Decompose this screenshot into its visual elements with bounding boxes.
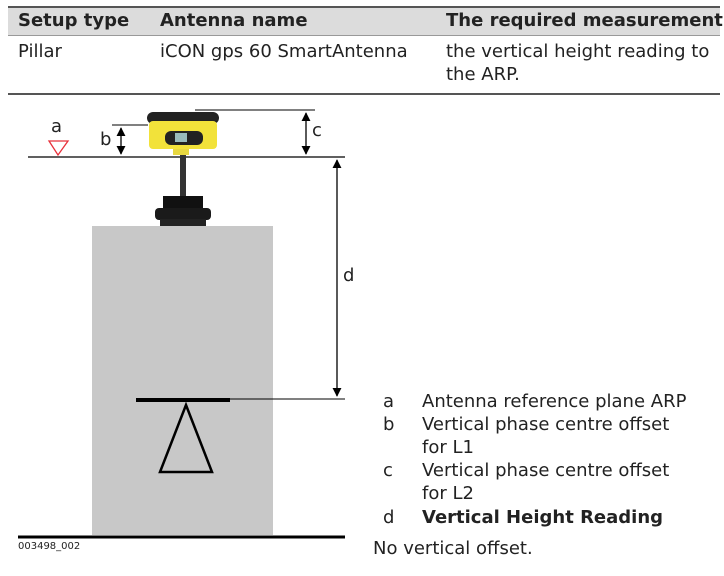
- header-measurement: The required measurement: [446, 10, 723, 31]
- label-a: a: [51, 116, 63, 137]
- cell-antenna-name: iCON gps 60 SmartAntenna: [160, 41, 408, 62]
- legend-b-line1: Vertical phase centre offset: [422, 414, 670, 435]
- label-d: d: [343, 265, 355, 286]
- header-divider: [8, 35, 720, 36]
- header-antenna-name: Antenna name: [160, 10, 308, 31]
- antenna-icon: [147, 112, 219, 226]
- cell-setup-type: Pillar: [18, 41, 62, 62]
- note-text: No vertical offset.: [373, 538, 533, 559]
- measurement-line1: the vertical height reading to: [446, 41, 710, 62]
- measurement-line2: the ARP.: [446, 64, 520, 85]
- legend-key-b: b: [383, 414, 395, 435]
- table-header-row: [8, 8, 720, 35]
- legend-text-a: Antenna reference plane ARP: [422, 391, 687, 412]
- legend-key-c: c: [383, 460, 393, 481]
- legend-c-line2: for L2: [422, 483, 474, 504]
- arp-marker-icon: [47, 140, 70, 157]
- legend-b-line2: for L1: [422, 437, 474, 458]
- figure-id: 003498_002: [18, 541, 81, 552]
- pillar: [92, 226, 273, 535]
- legend-c-line1: Vertical phase centre offset: [422, 460, 670, 481]
- header-setup-type: Setup type: [18, 10, 130, 31]
- legend-key-d: d: [383, 507, 395, 528]
- legend-key-a: a: [383, 391, 395, 412]
- benchmark-triangle-icon: [158, 401, 214, 474]
- legend-text-d: Vertical Height Reading: [422, 507, 664, 528]
- table-top-rule: [8, 6, 720, 8]
- table-bottom-rule: [8, 93, 720, 95]
- label-c: c: [312, 120, 322, 141]
- label-b: b: [100, 129, 112, 150]
